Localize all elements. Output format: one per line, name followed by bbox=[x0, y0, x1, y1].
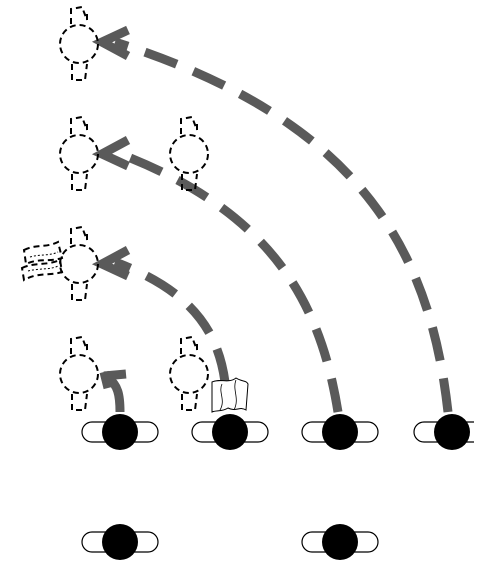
rolled-card-icon bbox=[211, 377, 249, 413]
anchors-layer bbox=[81, 413, 477, 561]
anchor-row1-col4-icon bbox=[413, 413, 477, 451]
arc-arrow-second bbox=[113, 147, 343, 413]
ghost-sprite-row3-left-icon bbox=[59, 226, 99, 301]
ghost-sprite-row2-mid-icon bbox=[169, 116, 209, 191]
wavy-banner-icon bbox=[20, 240, 64, 282]
anchor-row1-col1-icon bbox=[81, 413, 159, 451]
ghost-sprite-row4-mid-icon bbox=[169, 336, 209, 411]
small-arrowhead-icon bbox=[99, 369, 127, 390]
ghost-sprite-row2-left-icon bbox=[59, 116, 99, 191]
arc-arrow-third bbox=[113, 257, 230, 383]
ghost-sprite-row4-left-icon bbox=[59, 336, 99, 411]
right-edge-mask bbox=[474, 400, 477, 460]
arrowhead-third-icon bbox=[91, 246, 131, 281]
ghosts-layer bbox=[59, 6, 209, 411]
arc-arrow-outer bbox=[113, 37, 453, 413]
arrowhead-outer-icon bbox=[91, 25, 131, 60]
ghost-sprite-top-icon bbox=[59, 6, 99, 81]
arrowhead-second-icon bbox=[91, 136, 131, 171]
anchor-row1-col2-icon bbox=[191, 413, 269, 451]
arrows-layer bbox=[91, 25, 453, 413]
anchor-row2-col3-icon bbox=[301, 523, 379, 561]
anchor-row1-col3-icon bbox=[301, 413, 379, 451]
anchor-row2-col1-icon bbox=[81, 523, 159, 561]
